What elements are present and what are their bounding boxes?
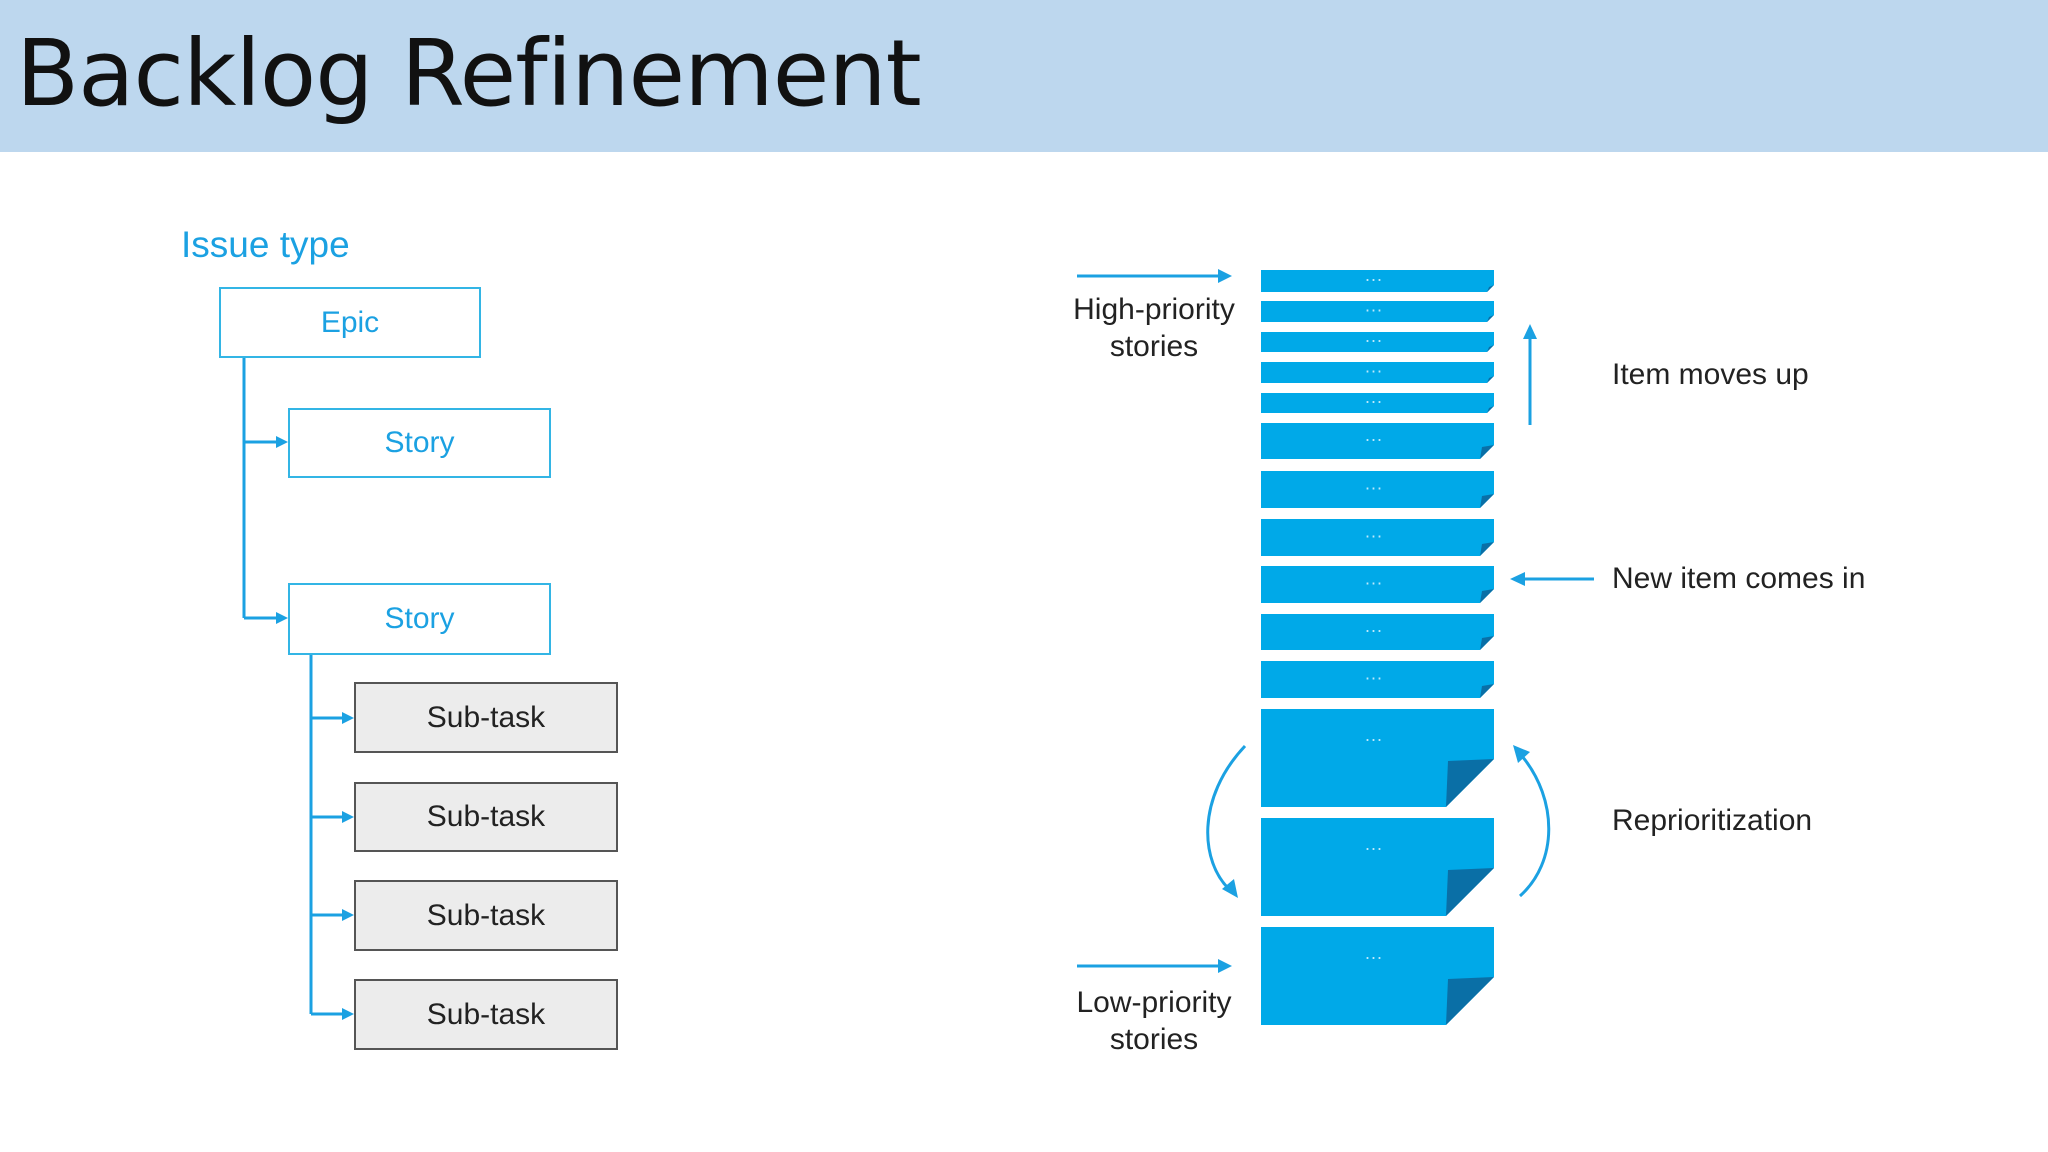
backlog-card: ···: [1261, 566, 1494, 603]
backlog-card: ···: [1261, 330, 1494, 352]
arrowheads: [1218, 269, 1537, 973]
reprioritization-label: Reprioritization: [1612, 804, 1813, 837]
backlog-card: ···: [1261, 519, 1494, 556]
moves-up-arrowhead: [1523, 324, 1537, 339]
item-moves-up-label: Item moves up: [1612, 358, 1809, 391]
new-item-label: New item comes in: [1612, 562, 1866, 595]
backlog-card-ellipsis: ···: [1365, 300, 1383, 320]
epic-node: Epic: [219, 287, 481, 358]
reprioritize-down-arrowhead: [1222, 879, 1238, 898]
backlog-card: ···: [1261, 471, 1494, 508]
backlog-card-ellipsis: ···: [1365, 620, 1383, 640]
low-priority-label: Low-priority stories: [1076, 986, 1232, 1056]
backlog-card-ellipsis: ···: [1365, 573, 1383, 593]
reprioritize-up-arrowhead: [1513, 745, 1530, 763]
subtask-node-3: Sub-task: [354, 880, 618, 951]
backlog-card-ellipsis: ···: [1365, 330, 1383, 350]
backlog-card: ···: [1261, 361, 1494, 383]
backlog-card: ···: [1261, 661, 1494, 698]
backlog-card-ellipsis: ···: [1365, 361, 1383, 381]
backlog-card-ellipsis: ···: [1365, 429, 1383, 449]
backlog-card: ···: [1261, 614, 1494, 650]
low-priority-arrowhead: [1218, 959, 1232, 973]
backlog-card-ellipsis: ···: [1365, 526, 1383, 546]
backlog-card: ···: [1261, 927, 1494, 1025]
backlog-card: ···: [1261, 709, 1494, 807]
backlog-card: ···: [1261, 269, 1494, 292]
backlog-card-ellipsis: ···: [1365, 391, 1383, 411]
backlog-card-ellipsis: ···: [1365, 668, 1383, 688]
high-priority-arrowhead: [1218, 269, 1232, 283]
backlog-card-ellipsis: ···: [1365, 729, 1383, 749]
subtask-node-4: Sub-task: [354, 979, 618, 1050]
subtask-node-1: Sub-task: [354, 682, 618, 753]
title-bar: Backlog Refinement: [0, 0, 2048, 152]
backlog-card: ···: [1261, 300, 1494, 322]
backlog-card: ···: [1261, 818, 1494, 916]
new-item-arrowhead: [1510, 572, 1525, 586]
backlog-card: ···: [1261, 423, 1494, 459]
backlog-card-ellipsis: ···: [1365, 478, 1383, 498]
subtask-node-2: Sub-task: [354, 782, 618, 852]
backlog-card-ellipsis: ···: [1365, 947, 1383, 967]
backlog-card: ···: [1261, 391, 1494, 413]
backlog-card-ellipsis: ···: [1365, 269, 1383, 289]
slide-title: Backlog Refinement: [16, 20, 922, 127]
story-node-2: Story: [288, 583, 551, 655]
issue-type-heading: Issue type: [181, 224, 350, 265]
story-node-1: Story: [288, 408, 551, 478]
backlog-card-ellipsis: ···: [1365, 838, 1383, 858]
high-priority-label: High-priority stories: [1073, 293, 1235, 363]
